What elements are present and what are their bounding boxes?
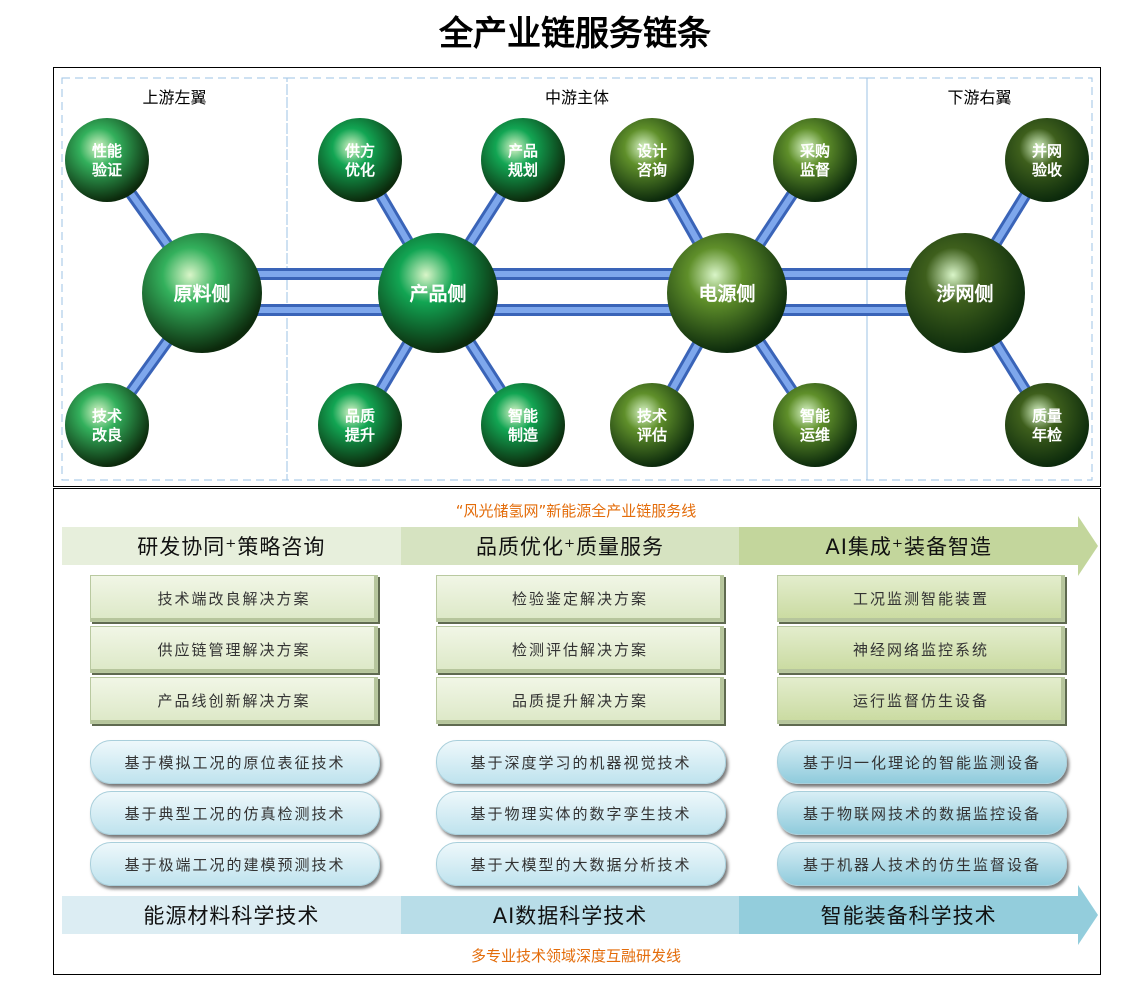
arrow-head-icon (1078, 885, 1098, 945)
service-band-item: 品质优化⁺质量服务 (400, 527, 740, 565)
service-node-label: 咨询 (637, 161, 667, 179)
service-node-label: 采购 (799, 142, 830, 160)
service-node (481, 383, 565, 467)
service-node-label: 产品 (508, 142, 538, 160)
hub-label: 涉网侧 (936, 282, 993, 305)
science-band-item: 能源材料科学技术 (62, 896, 401, 934)
service-node-label: 改良 (92, 426, 122, 444)
hub-node (378, 233, 498, 353)
hub-label: 原料侧 (173, 282, 230, 305)
service-band-item: 研发协同⁺策略咨询 (62, 527, 401, 565)
service-node-label: 提升 (345, 426, 375, 444)
service-node (481, 118, 565, 202)
science-band-item: 智能装备科学技术 (739, 896, 1079, 934)
industry-chain-panel (53, 67, 1101, 487)
service-band: 研发协同⁺策略咨询 品质优化⁺质量服务 AI集成⁺装备智造 (62, 527, 1079, 565)
solution-box: 产品线创新解决方案 (90, 677, 378, 724)
section-label: 下游右翼 (947, 88, 1011, 107)
service-node-label: 年检 (1032, 426, 1062, 444)
technology-pill: 基于物理实体的数字孪生技术 (436, 791, 726, 835)
technology-pill: 基于极端工况的建模预测技术 (90, 842, 380, 886)
service-node-label: 制造 (508, 426, 538, 444)
service-node-label: 监督 (800, 161, 830, 179)
technology-pill: 基于大模型的大数据分析技术 (436, 842, 726, 886)
solution-box: 供应链管理解决方案 (90, 626, 378, 673)
solution-box: 检验鉴定解决方案 (436, 575, 724, 622)
service-node (773, 118, 857, 202)
section-region (61, 77, 288, 481)
solution-box: 工况监测智能装置 (777, 575, 1065, 622)
solution-box: 品质提升解决方案 (436, 677, 724, 724)
service-node-label: 规划 (508, 161, 538, 179)
solution-box: 技术端改良解决方案 (90, 575, 378, 622)
hub-node (142, 233, 262, 353)
service-panel (53, 488, 1101, 975)
solution-box: 检测评估解决方案 (436, 626, 724, 673)
service-node (773, 383, 857, 467)
arrow-head-icon (1078, 516, 1098, 576)
hub-label: 产品侧 (409, 282, 466, 305)
technology-pill: 基于模拟工况的原位表征技术 (90, 740, 380, 784)
service-node (610, 383, 694, 467)
service-node-label: 优化 (345, 161, 375, 179)
service-node-label: 性能 (92, 142, 122, 160)
service-node-label: 质量 (1032, 407, 1062, 425)
service-node-label: 并网 (1032, 142, 1062, 160)
service-node-label: 技术 (637, 407, 667, 425)
service-node-label: 技术 (92, 407, 122, 425)
service-node (1005, 383, 1089, 467)
service-node-label: 品质 (345, 407, 375, 425)
service-node (65, 383, 149, 467)
technology-pill: 基于归一化理论的智能监测设备 (777, 740, 1067, 784)
service-band-item: AI集成⁺装备智造 (739, 527, 1079, 565)
service-node-label: 评估 (637, 426, 667, 444)
service-node-label: 验证 (92, 161, 122, 179)
technology-pill: 基于典型工况的仿真检测技术 (90, 791, 380, 835)
hub-node (905, 233, 1025, 353)
service-node-label: 智能 (800, 407, 830, 425)
service-node-label: 设计 (637, 142, 667, 160)
service-node (1005, 118, 1089, 202)
service-node-label: 供方 (344, 142, 375, 160)
service-node (610, 118, 694, 202)
service-node (318, 383, 402, 467)
page-title: 全产业链服务链条 (439, 14, 711, 54)
hub-label: 电源侧 (698, 282, 755, 305)
section-label: 中游主体 (545, 88, 609, 107)
technology-pill: 基于深度学习的机器视觉技术 (436, 740, 726, 784)
service-node-label: 运维 (800, 426, 830, 444)
science-band-item: AI数据科学技术 (400, 896, 740, 934)
service-node-label: 智能 (508, 407, 538, 425)
solution-box: 运行监督仿生设备 (777, 677, 1065, 724)
service-line-label: “风光储氢网”新能源全产业链服务线 (455, 502, 697, 520)
science-band: 能源材料科学技术 AI数据科学技术 智能装备科学技术 (62, 896, 1079, 934)
service-node-label: 验收 (1032, 161, 1062, 179)
service-node (65, 118, 149, 202)
rd-line-label: 多专业技术领域深度互融研发线 (470, 947, 681, 965)
section-label: 上游左翼 (142, 88, 206, 107)
hub-node (667, 233, 787, 353)
service-node (318, 118, 402, 202)
technology-pill: 基于机器人技术的仿生监督设备 (777, 842, 1067, 886)
solution-box: 神经网络监控系统 (777, 626, 1065, 673)
technology-pill: 基于物联网技术的数据监控设备 (777, 791, 1067, 835)
